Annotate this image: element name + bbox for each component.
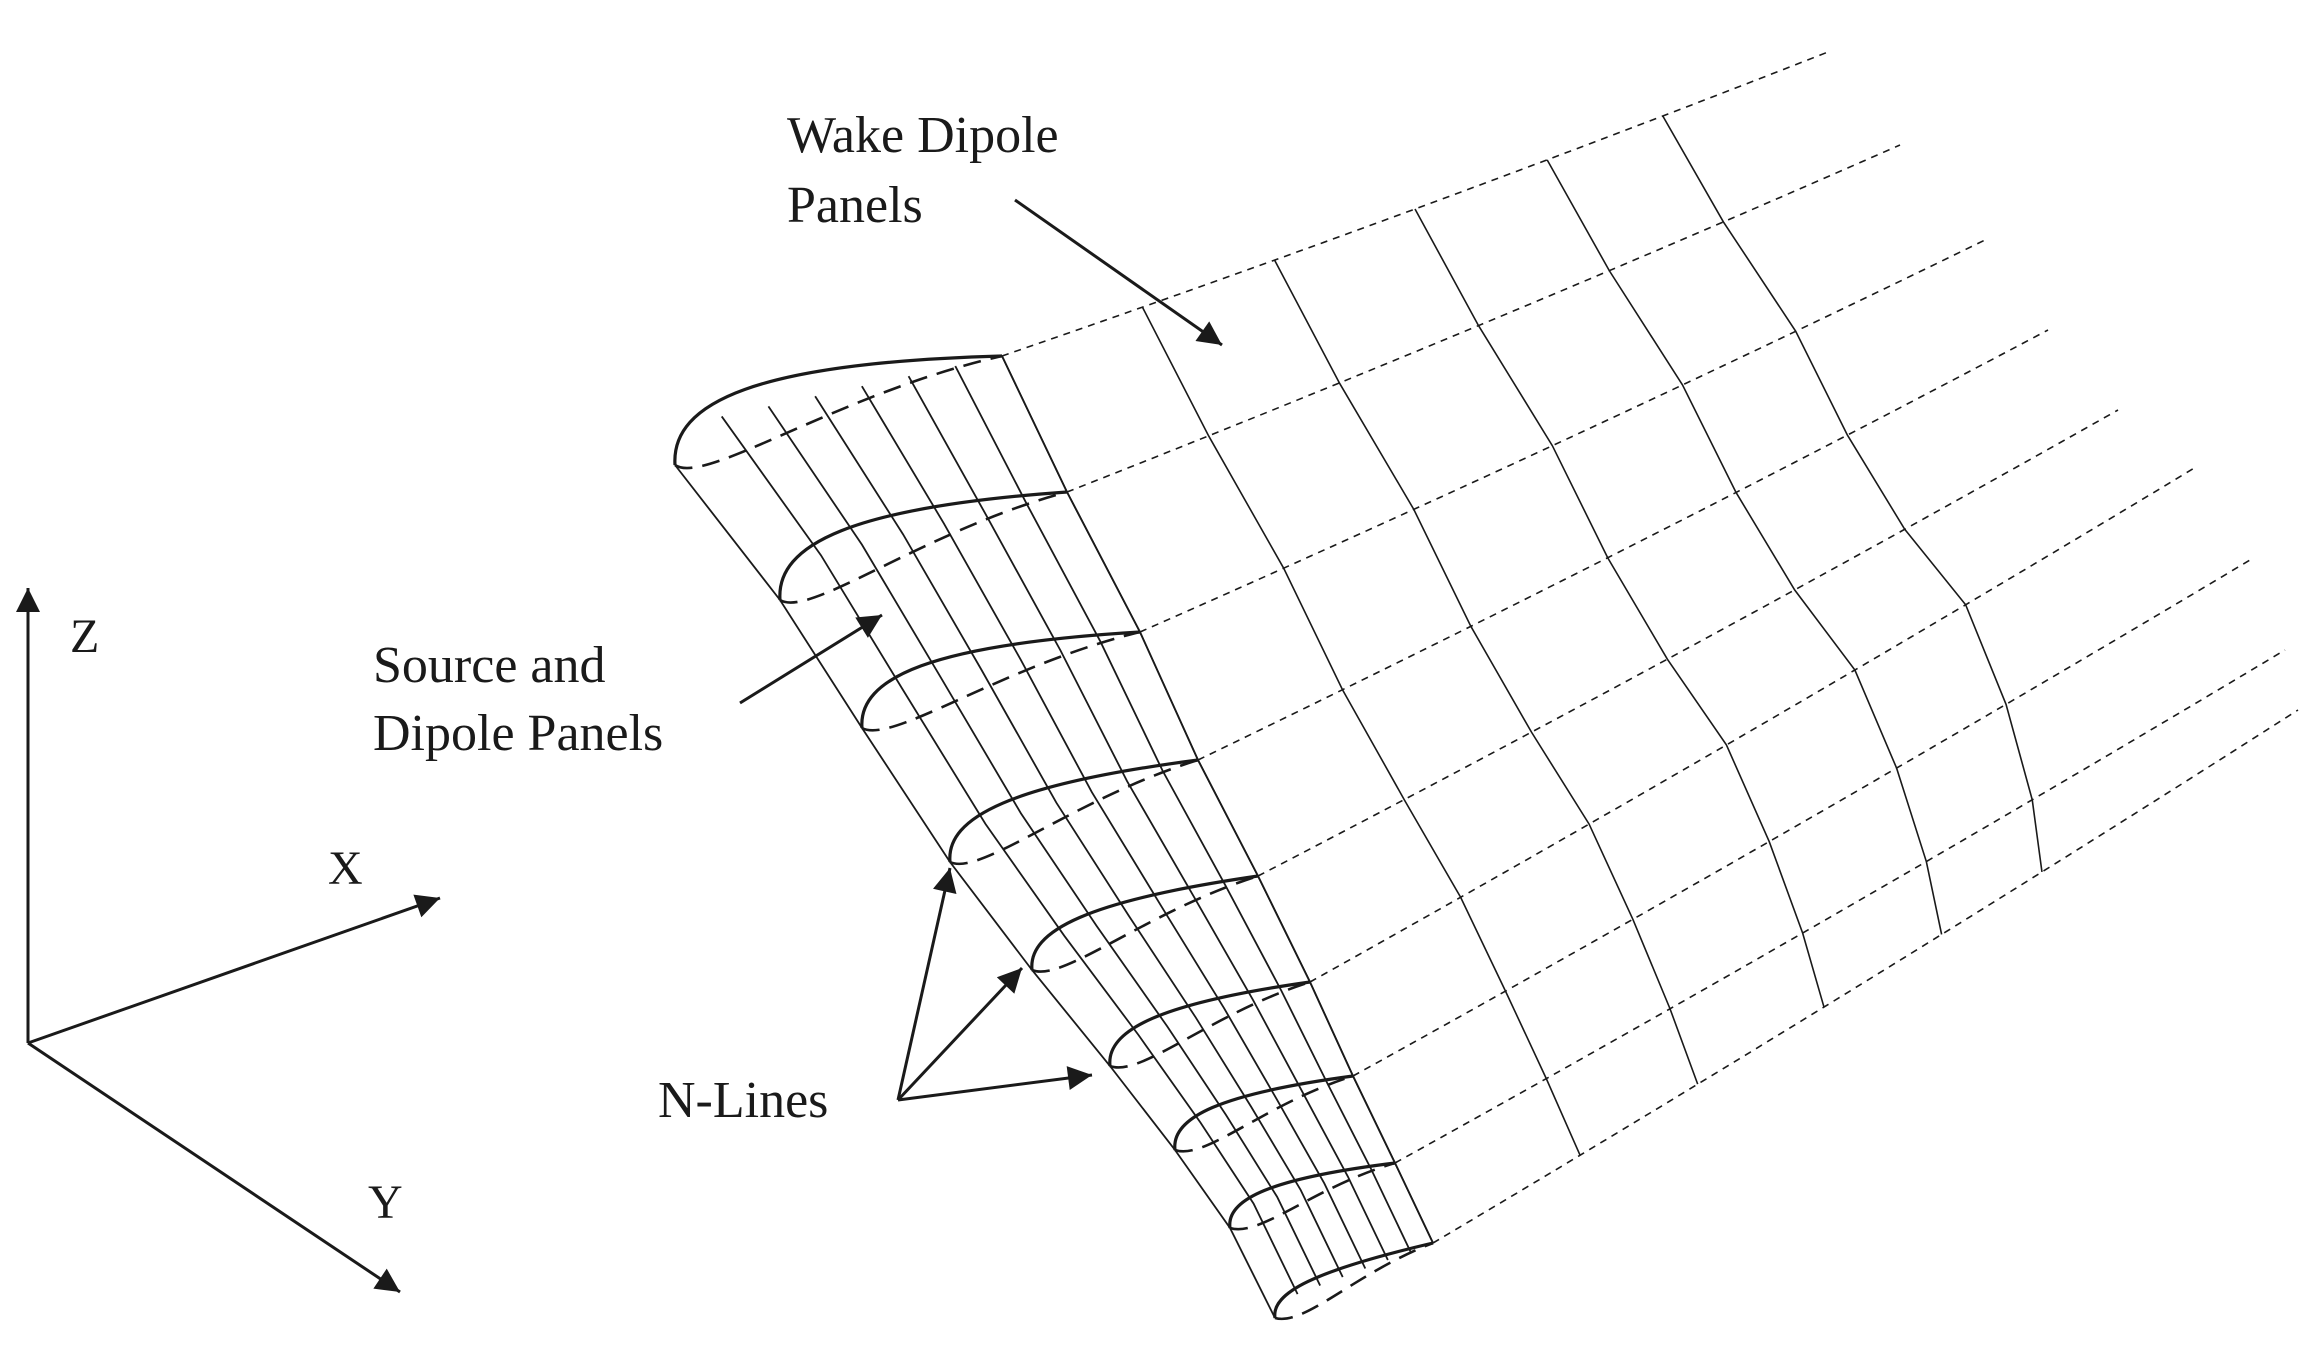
wake-panel-crossline: [1141, 306, 1581, 1156]
airfoil-section-upper: [778, 490, 1068, 601]
leading-edge-line: [674, 464, 1276, 1319]
source-dipole-label-line1: Source and: [373, 637, 605, 694]
airfoil-section-lower: [674, 354, 1003, 470]
airfoil-section-lower: [1031, 874, 1259, 973]
airfoil-section-upper: [673, 354, 1003, 466]
source-arrow: [739, 613, 883, 705]
airfoil-section-upper: [1273, 1241, 1434, 1319]
n-lines-arrow-1: [896, 867, 957, 1101]
y-axis-label: Y: [368, 1176, 403, 1229]
coordinate-axes: [15, 588, 441, 1294]
wake-streamline: [1352, 559, 2251, 1077]
blade-chord-line: [814, 395, 1344, 1278]
airfoil-section-upper: [948, 758, 1199, 863]
n-lines-arrow-3: [897, 1066, 1093, 1102]
airfoil-section-lower: [779, 490, 1068, 604]
blade-chord-line: [907, 375, 1389, 1261]
source-dipole-label-line2: Dipole Panels: [373, 705, 663, 762]
wake-arrow: [1014, 198, 1223, 347]
airfoil-section-upper: [1173, 1074, 1354, 1151]
x-axis: [27, 894, 441, 1045]
wake-panel-crossline: [1546, 159, 1943, 935]
airfoil-section-lower: [861, 630, 1141, 732]
wake-dipole-label-line2: Panels: [787, 177, 923, 234]
wake-streamline: [1066, 144, 1901, 493]
airfoil-section-lower: [1229, 1161, 1396, 1231]
blade-panels: [673, 354, 1434, 1321]
x-axis-label: X: [328, 842, 363, 895]
wake-panel-crossline: [1273, 259, 1699, 1085]
wake-streamline: [1001, 51, 1829, 357]
wake-streamline: [1257, 409, 2119, 877]
y-axis: [27, 1041, 401, 1294]
wake-dipole-label-line1: Wake Dipole: [787, 107, 1059, 164]
blade-chord-line: [954, 365, 1412, 1252]
n-lines-label: N-Lines: [658, 1072, 828, 1129]
wake-streamline: [1394, 649, 2286, 1164]
airfoil-section-upper: [860, 630, 1141, 729]
wake-streamline: [1197, 329, 2049, 761]
trailing-edge-line: [1001, 355, 1434, 1244]
wake-dipole-grid: [1001, 51, 2299, 1244]
airfoil-section-upper: [1228, 1161, 1396, 1229]
wake-panel-crossline: [1414, 208, 1825, 1008]
airfoil-section-upper: [1030, 874, 1259, 971]
airfoil-section-lower: [1109, 980, 1311, 1069]
blade-chord-line: [767, 405, 1321, 1286]
blade-chord-line: [861, 385, 1367, 1269]
wake-streamline: [1309, 466, 2197, 983]
n-lines-arrow-2: [896, 966, 1024, 1102]
wake-panel-crossline: [1662, 115, 2043, 873]
airfoil-section-upper: [1108, 980, 1311, 1067]
blade-chord-line: [720, 415, 1299, 1295]
wake-streamline: [1139, 239, 1986, 633]
annotation-arrows: [739, 198, 1223, 1102]
wake-streamline: [1432, 709, 2299, 1244]
z-axis-label: Z: [70, 610, 99, 663]
airfoil-section-lower: [949, 758, 1199, 866]
airfoil-section-lower: [1274, 1241, 1434, 1321]
airfoil-section-lower: [1174, 1074, 1354, 1153]
